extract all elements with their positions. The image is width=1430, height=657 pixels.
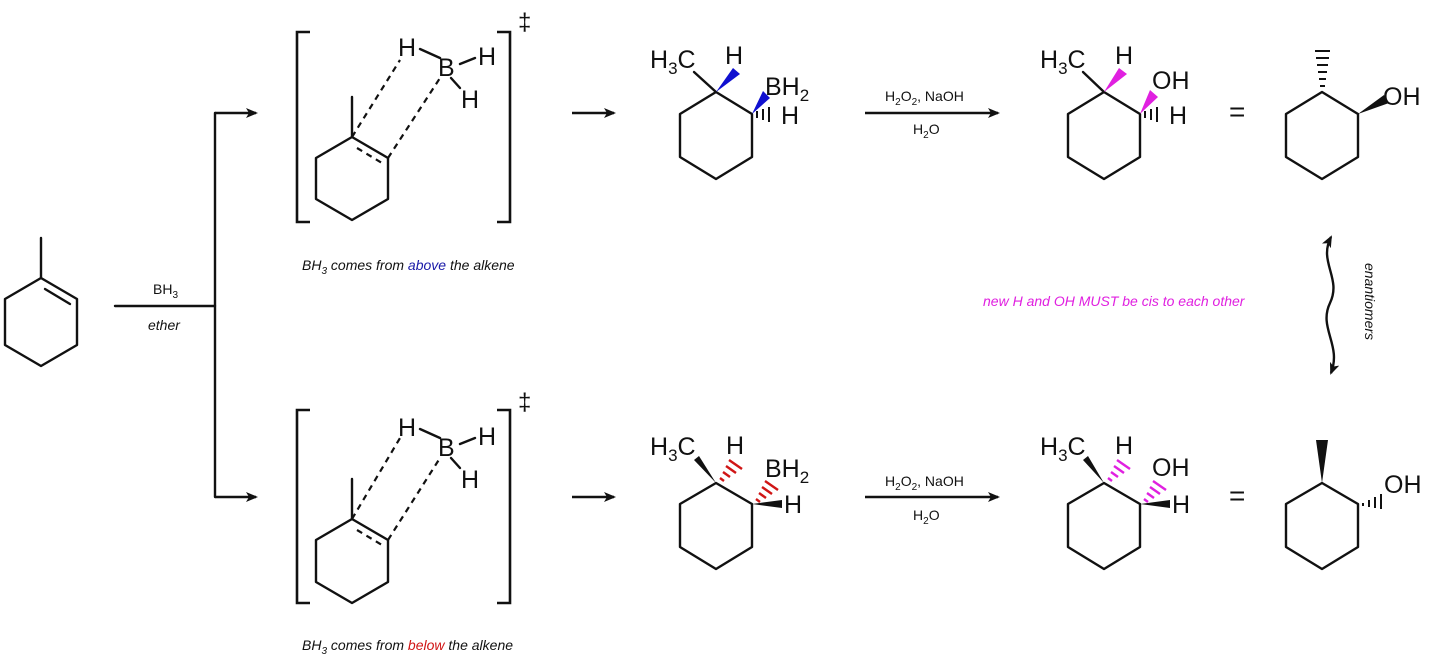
caption-above: BH3 comes from above the alkene [302,257,515,277]
step1-reagent-bh3: BH3 [153,281,178,301]
ts-bottom-dagger: ‡ [518,389,531,416]
organoborane-bottom-h2: H [784,491,802,519]
enantiomer-arrow [1321,235,1340,375]
skeletal-bottom [1284,440,1360,571]
ts-top [295,30,512,224]
ts-bottom-h2: H [478,423,496,451]
cis-note: new H and OH MUST be cis to each other [983,293,1246,309]
alcohol-bottom-ch3: H3C [1040,433,1086,465]
alcohol-top-ch3: H3C [1040,46,1086,78]
step1-reagent-line [113,108,258,502]
alcohol-bottom-oh: OH [1152,454,1190,482]
alcohol-bottom-hash [1107,459,1167,503]
ts-top-h2: H [478,43,496,71]
step2-top-reagent: H2O2, NaOH [885,88,964,108]
organoborane-top-h2: H [781,102,799,130]
equals-bottom: = [1229,480,1245,511]
alcohol-top-h: H [1115,42,1133,70]
organoborane-bottom-bh2: BH2 [765,455,809,487]
skeletal-bottom-oh: OH [1384,471,1422,499]
ts-top-h3: H [461,86,479,114]
ts-bottom-boron: B [438,434,455,462]
organoborane-bottom [678,456,782,571]
alcohol-top-oh: OH [1152,67,1190,95]
organoborane-bottom-h: H [726,432,744,460]
alcohol-bottom-h2: H [1172,491,1190,519]
ts-bottom [295,408,512,605]
ts-top-h1: H [398,34,416,62]
skeletal-top [1284,90,1389,181]
organoborane-bottom-hash [719,459,779,503]
step2-bottom-reagent: H2O2, NaOH [885,473,964,493]
organoborane-top [678,68,770,181]
organoborane-top-bh2: BH2 [765,73,809,105]
alcohol-bottom-h: H [1115,432,1133,460]
skeletal-top-oh: OH [1383,83,1421,111]
alcohol-top [1066,68,1158,181]
ts-bottom-h1: H [398,414,416,442]
alcohol-top-h2: H [1169,102,1187,130]
ts-top-boron: B [438,54,455,82]
organoborane-bottom-ch3: H3C [650,433,696,465]
organoborane-top-hash [756,107,770,122]
starting-alkene [3,236,79,368]
equals-top: = [1229,96,1245,127]
enantiomers-label: enantiomers [1362,263,1378,340]
skeletal-bottom-hash [1362,494,1382,509]
skeletal-top-hash [1315,50,1330,87]
ts-top-dagger: ‡ [518,9,531,36]
alcohol-bottom [1066,456,1170,571]
step2-top-solvent: H2O [913,121,940,141]
organoborane-top-ch3: H3C [650,46,696,78]
alcohol-top-hash [1144,107,1158,122]
step2-bottom-solvent: H2O [913,507,940,527]
step1-solvent-ether: ether [148,317,181,333]
caption-below: BH3 comes from below the alkene [302,637,513,657]
organoborane-top-h: H [725,42,743,70]
ts-bottom-h3: H [461,466,479,494]
